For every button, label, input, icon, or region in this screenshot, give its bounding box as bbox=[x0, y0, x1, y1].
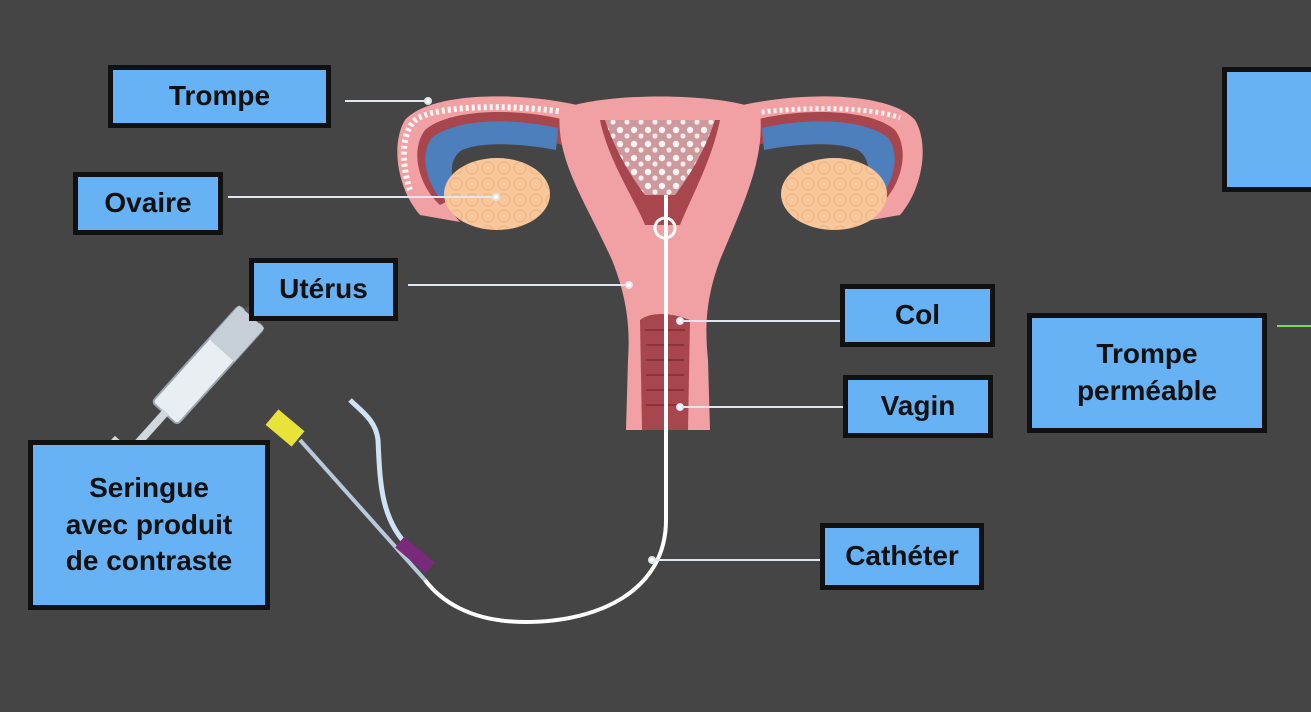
label-ovaire: Ovaire bbox=[73, 172, 223, 235]
uterus-body bbox=[559, 96, 761, 430]
label-catheter: Cathéter bbox=[820, 523, 984, 590]
label-trompe-permeable: Trompe perméable bbox=[1027, 313, 1267, 433]
label-right-partial bbox=[1222, 67, 1311, 192]
label-uterus: Utérus bbox=[249, 258, 398, 321]
syringe-connector-tube bbox=[298, 438, 427, 582]
leader-lines bbox=[228, 97, 845, 564]
balloon-inflation-line bbox=[348, 398, 412, 550]
catheter-sleeve bbox=[395, 536, 435, 574]
right-ovary bbox=[781, 158, 887, 230]
left-fallopian-tube bbox=[397, 96, 601, 222]
label-trompe: Trompe bbox=[108, 65, 331, 128]
label-vagin: Vagin bbox=[843, 375, 993, 438]
stopcock bbox=[265, 409, 305, 447]
label-seringue: Seringue avec produit de contraste bbox=[28, 440, 270, 610]
label-col: Col bbox=[840, 284, 995, 347]
